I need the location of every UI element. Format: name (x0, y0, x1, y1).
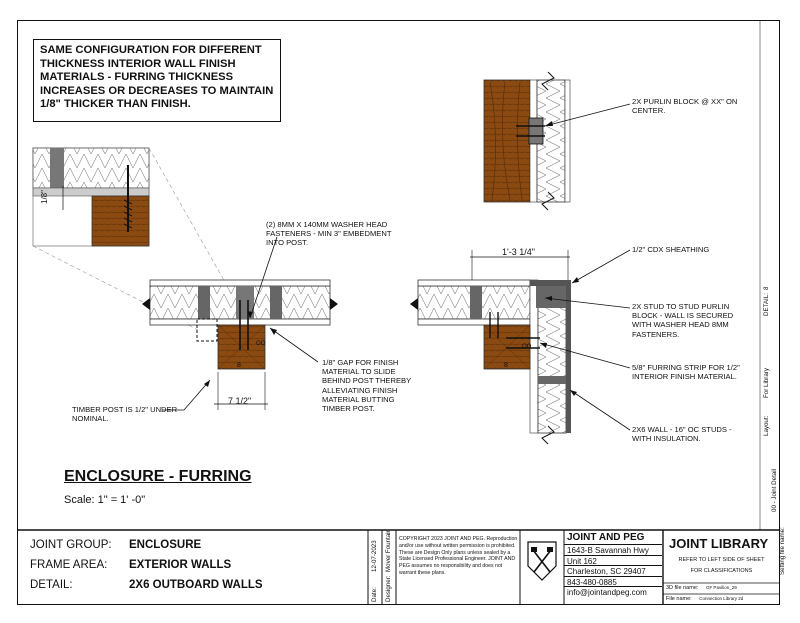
side-layout-label: Layout: (763, 415, 770, 436)
company-city: Charleston, SC 29407 (564, 566, 662, 577)
wall-depth-dimension: 1'-3 1/4" (502, 247, 535, 257)
fastener-label: (2) 8MM X 140MM WASHER HEAD FASTENERS - … (266, 220, 392, 248)
company-info: JOINT AND PEG 1643-B Savannah Hwy Unit 1… (564, 531, 662, 598)
frame-area-row: FRAME AREA: EXTERIOR WALLS (30, 559, 360, 579)
copyright-notice: COPYRIGHT 2023 JOINT AND PEG. Reproducti… (399, 536, 518, 576)
joint-group-label: JOINT GROUP: (30, 539, 112, 551)
detail-row: DETAIL: 2X6 OUTBOARD WALLS (30, 579, 360, 599)
company-logo (527, 541, 557, 581)
left-plan-wall (142, 279, 338, 370)
side-detail-num: 8 (763, 286, 770, 290)
company-email[interactable]: info@jointandpeg.com (567, 588, 647, 597)
wall-label: 2X6 WALL - 16" OC STUDS - WITH INSULATIO… (632, 425, 732, 444)
side-detail-label: DETAIL: (763, 293, 770, 316)
inset-gap-dimension: 1/8" (40, 190, 49, 204)
file3d-label: 3D file name: (666, 585, 699, 591)
file3d-value: GF Pavilion_29 (705, 585, 737, 590)
company-phone: 843-480-0885 (564, 577, 662, 587)
title-block-grid (17, 20, 780, 605)
designer-value: Mover Fountain (385, 529, 392, 572)
drawing-title: ENCLOSURE - FURRING (64, 468, 252, 485)
library-note-2: FOR CLASSIFICATIONS (690, 568, 753, 574)
side-joint-detail: 00 - Joint Detail (771, 469, 778, 512)
configuration-note: SAME CONFIGURATION FOR DIFFERENT THICKNE… (33, 39, 281, 122)
file-row: File name: Connection Library 2d (666, 596, 743, 602)
date-label: Date: (371, 587, 378, 602)
right-small-mark: oo (522, 344, 532, 350)
timber-post-label: TIMBER POST IS 1/2" UNDER NOMINAL. (72, 405, 178, 424)
gap-label: 1/8" GAP FOR FINISH MATERIAL TO SLIDE BE… (322, 358, 412, 414)
right-plan-wall (410, 279, 571, 445)
file3d-row: 3D file name: GF Pavilion_29 (666, 585, 737, 591)
right-post-mark: 8 (504, 362, 508, 369)
date-value: 12-07-2023 (371, 540, 378, 572)
company-address2: Unit 162 (564, 556, 662, 566)
frame-area-label: FRAME AREA: (30, 559, 108, 571)
company-name: JOINT AND PEG (564, 531, 662, 545)
cdx-sheathing-label: 1/2" CDX SHEATHING (632, 245, 710, 254)
designer-label: Designer: (385, 575, 392, 602)
stud-purlin-label: 2X STUD TO STUD PURLIN BLOCK - WALL IS S… (632, 302, 734, 339)
company-address1: 1643-B Savannah Hwy (564, 545, 662, 556)
joint-group-row: JOINT GROUP: ENCLOSURE (30, 539, 360, 559)
left-plan-dims (162, 236, 319, 411)
post-width-dimension: 7 1/2" (228, 396, 252, 406)
library-title: JOINT LIBRARY (669, 536, 769, 551)
library-block: JOINT LIBRARY REFER TO LEFT SIDE OF SHEE… (663, 531, 780, 604)
furring-strip-label: 5/8" FURRING STRIP FOR 1/2" INTERIOR FIN… (632, 363, 740, 382)
left-post-mark: 8 (237, 362, 241, 369)
top-elevation (483, 71, 631, 211)
file-label: File name: (666, 596, 692, 602)
detail-value: 2X6 OUTBOARD WALLS (129, 579, 263, 591)
joint-group-value: ENCLOSURE (129, 539, 202, 551)
right-plan-dims (470, 249, 631, 431)
inset-detail (32, 147, 150, 247)
file-value: Connection Library 2d (699, 596, 744, 601)
drawing-scale: Scale: 1" = 1' -0" (64, 494, 146, 506)
side-setting-file: Setting file name: (779, 527, 786, 575)
drawing-sheet-border (17, 20, 780, 605)
detail-label: DETAIL: (30, 579, 73, 591)
side-layout-value: For Library (763, 368, 770, 398)
title-block-classification: JOINT GROUP: ENCLOSURE FRAME AREA: EXTER… (18, 530, 364, 604)
purlin-block-label: 2X PURLIN BLOCK @ XX" ON CENTER. (632, 97, 738, 116)
library-note-1: REFER TO LEFT SIDE OF SHEET (678, 557, 765, 563)
left-small-mark: oo (256, 341, 266, 347)
frame-area-value: EXTERIOR WALLS (129, 559, 232, 571)
